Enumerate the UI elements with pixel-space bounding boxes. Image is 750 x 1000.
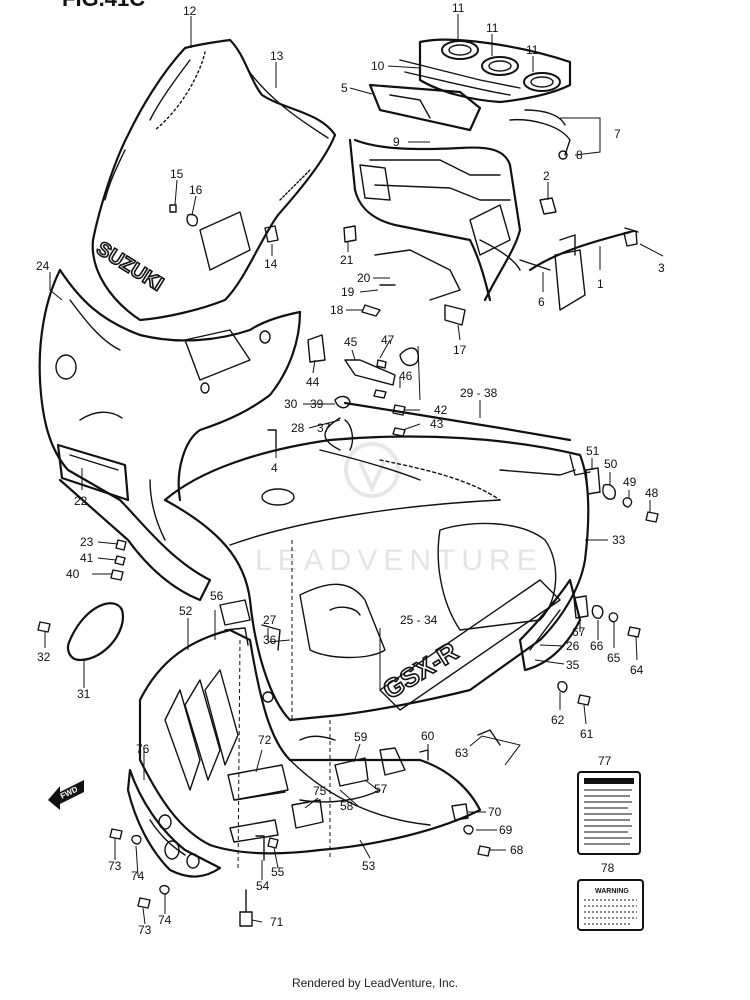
fwd-arrow: FWD (48, 780, 84, 810)
fairing-stay (348, 138, 639, 311)
callout-37: 37 (317, 421, 331, 435)
warning-text: WARNING (595, 888, 629, 895)
callout-9: 9 (393, 135, 400, 149)
callout-11a: 11 (452, 1, 465, 15)
callout-16: 16 (189, 183, 203, 197)
callout-30: 30 (284, 397, 298, 411)
callout-66: 66 (590, 639, 604, 653)
callout-46: 46 (399, 369, 413, 383)
callout-52: 52 (179, 604, 193, 618)
callout-73b: 73 (138, 923, 152, 937)
callouts: 12 13 11 11 11 10 5 7 8 9 15 16 2 3 24 1… (36, 1, 665, 937)
callout-67: 67 (572, 625, 586, 639)
callout-4: 4 (271, 461, 278, 475)
callout-7: 7 (614, 127, 621, 141)
callout-24: 24 (36, 259, 50, 273)
callout-76: 76 (136, 742, 150, 756)
suzuki-windscreen-logo: SUZUKI (92, 238, 167, 296)
callout-68: 68 (510, 843, 524, 857)
callout-21: 21 (340, 253, 354, 267)
callout-44: 44 (306, 375, 320, 389)
callout-59: 59 (354, 730, 368, 744)
callout-64: 64 (630, 663, 644, 677)
leader-lines (44, 14, 664, 925)
callout-39: 39 (310, 397, 324, 411)
callout-75: 75 (313, 784, 327, 798)
callout-58: 58 (340, 799, 354, 813)
callout-25-34: 25 - 34 (400, 613, 438, 627)
hardware (37, 197, 659, 927)
callout-65: 65 (607, 651, 621, 665)
callout-36: 36 (263, 633, 277, 647)
callout-2: 2 (543, 169, 550, 183)
callout-6: 6 (538, 295, 545, 309)
callout-42: 42 (434, 403, 448, 417)
callout-51: 51 (586, 444, 600, 458)
callout-74a: 74 (131, 869, 145, 883)
callout-70: 70 (488, 805, 502, 819)
callout-14: 14 (264, 257, 278, 271)
callout-62: 62 (551, 713, 565, 727)
figure-title: FIG.41C (62, 0, 145, 11)
callout-23: 23 (80, 535, 94, 549)
meter-panel (368, 38, 572, 160)
callout-74b: 74 (158, 913, 172, 927)
callout-50: 50 (604, 457, 618, 471)
callout-54: 54 (256, 879, 270, 893)
callout-31: 31 (77, 687, 91, 701)
windscreen: SUZUKI (92, 38, 337, 322)
callout-13: 13 (270, 49, 284, 63)
callout-27: 27 (263, 613, 277, 627)
callout-63: 63 (455, 746, 469, 760)
callout-78: 78 (601, 861, 615, 875)
callout-55: 55 (271, 865, 285, 879)
callout-73a: 73 (108, 859, 122, 873)
callout-18: 18 (330, 303, 344, 317)
callout-19: 19 (341, 285, 355, 299)
callout-15: 15 (170, 167, 184, 181)
label-77 (577, 771, 641, 855)
side-cowl: GSX-R (163, 435, 591, 741)
callout-32: 32 (37, 650, 51, 664)
callout-43: 43 (430, 417, 444, 431)
callout-26: 26 (566, 639, 580, 653)
callout-53: 53 (362, 859, 376, 873)
callout-28: 28 (291, 421, 305, 435)
watermark: LEADVENTURE (255, 442, 543, 577)
callout-8: 8 (576, 148, 583, 162)
callout-47: 47 (381, 333, 395, 347)
callout-11b: 11 (486, 21, 499, 35)
callout-12: 12 (183, 4, 197, 18)
callout-57: 57 (374, 782, 388, 796)
callout-71: 71 (270, 915, 284, 929)
side-decal (518, 578, 582, 672)
callout-29-38: 29 - 38 (460, 386, 498, 400)
callout-41: 41 (80, 551, 94, 565)
callout-56: 56 (210, 589, 224, 603)
callout-49: 49 (623, 475, 637, 489)
callout-72: 72 (258, 733, 272, 747)
callout-3: 3 (658, 261, 665, 275)
callout-61: 61 (580, 727, 594, 741)
callout-45: 45 (344, 335, 358, 349)
callout-5: 5 (341, 81, 348, 95)
callout-22: 22 (74, 494, 88, 508)
warning-label-78: WARNING (577, 879, 644, 931)
callout-11c: 11 (526, 43, 539, 57)
callout-77: 77 (598, 754, 612, 768)
upper-fairing (38, 268, 302, 602)
callout-40: 40 (66, 567, 80, 581)
svg-text:LEADVENTURE: LEADVENTURE (255, 544, 543, 577)
callout-60: 60 (421, 729, 435, 743)
callout-17: 17 (453, 343, 467, 357)
callout-1: 1 (597, 277, 604, 291)
callout-48: 48 (645, 486, 659, 500)
callout-10: 10 (371, 59, 385, 73)
footer-credit: Rendered by LeadVenture, Inc. (291, 976, 459, 990)
callout-33: 33 (612, 533, 626, 547)
callout-69: 69 (499, 823, 513, 837)
callout-20: 20 (357, 271, 371, 285)
callout-35: 35 (566, 658, 580, 672)
